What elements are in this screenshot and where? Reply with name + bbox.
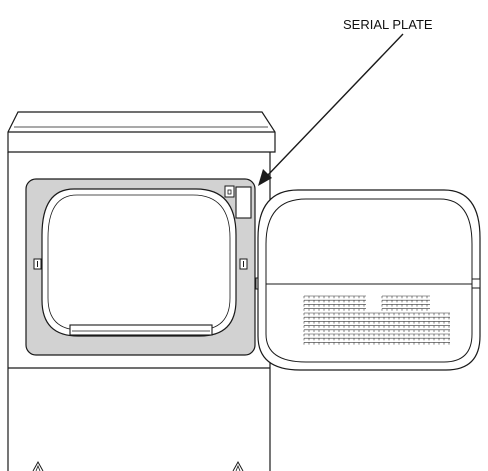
drum-opening [41,188,237,337]
door-latch [471,278,481,289]
door-strike-right [239,258,248,270]
callout-leader-line [266,33,404,177]
door-strike-left [33,258,42,270]
dryer-cabinet [7,111,276,471]
serial-plate [235,186,252,219]
open-door [255,189,481,371]
front-leg-left [32,460,44,471]
front-leg-right [232,460,244,471]
door-inner-panel [265,198,473,363]
lint-screen-slot [69,324,213,336]
serial-plate-label: SERIAL PLATE [343,17,433,32]
callout-arrowhead [258,169,272,186]
door-switch [224,185,235,198]
door-vent-grid [303,295,450,345]
